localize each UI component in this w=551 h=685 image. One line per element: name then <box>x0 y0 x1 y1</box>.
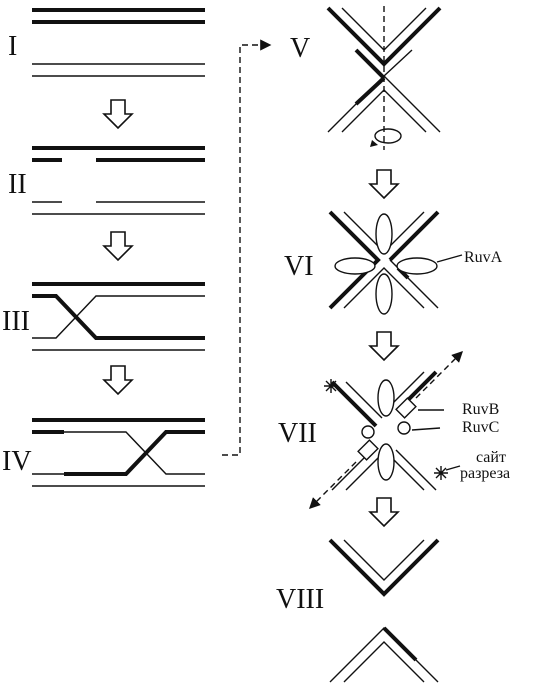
ruvb-label: RuvB <box>462 401 499 418</box>
strand-line <box>64 430 205 476</box>
down-arrow-icon <box>102 231 134 262</box>
stage-label-vi: VI <box>284 251 314 282</box>
ruva-protein <box>377 379 395 417</box>
stage-viii: VIII <box>276 538 440 683</box>
stage-label-v: V <box>290 33 310 64</box>
stage-iv: IV <box>2 418 205 487</box>
connector-arrow <box>222 39 272 456</box>
stage-label-vii: VII <box>278 418 317 449</box>
strand-line <box>354 48 386 80</box>
ruvc-label: RuvC <box>462 419 499 436</box>
strand-line <box>327 75 441 133</box>
label-leader <box>436 254 463 263</box>
strand-line <box>330 380 378 428</box>
stage-label-i: I <box>8 31 17 62</box>
stage-label-viii: VIII <box>276 584 324 615</box>
cut-site-label-2: разреза <box>460 465 510 482</box>
rotation-arrowhead-icon <box>370 140 378 147</box>
strand-line <box>328 210 381 310</box>
down-arrow-icon <box>368 497 400 528</box>
ruva-label: RuvA <box>464 249 503 266</box>
ruva-protein <box>375 213 393 255</box>
down-arrow-icon <box>102 365 134 396</box>
label-leader <box>411 427 441 431</box>
ruvc-protein <box>397 421 411 435</box>
ruva-protein <box>396 257 438 275</box>
strand-line <box>343 267 425 309</box>
label-leader <box>445 465 461 471</box>
ruvc-protein <box>361 425 375 439</box>
strand-line <box>382 626 418 662</box>
ruva-protein <box>334 257 376 275</box>
strand-line <box>389 371 425 407</box>
stage-iii: III <box>2 282 205 351</box>
ruvb-protein <box>395 397 417 419</box>
strand-line <box>329 627 439 683</box>
strand-line <box>395 449 437 491</box>
cut-site-icon <box>324 379 338 393</box>
down-arrow-icon <box>102 99 134 130</box>
migration-arrow <box>309 461 357 509</box>
strand-line <box>345 381 383 419</box>
strand-line <box>354 76 386 106</box>
stage-v: V <box>290 6 442 150</box>
strand-line <box>389 455 425 491</box>
strand-line <box>343 539 425 581</box>
stage-label-iii: III <box>2 306 30 337</box>
strand-line <box>383 49 413 77</box>
migration-arrow <box>415 351 463 399</box>
ruva-protein <box>375 273 393 315</box>
down-arrow-icon <box>368 169 400 200</box>
strand-line <box>388 210 440 262</box>
stage-vii: VII RuvB RuvC сайт разреза <box>278 351 510 509</box>
strand-line <box>32 294 205 340</box>
stage-ii: II <box>8 146 205 215</box>
cut-site-icon <box>434 466 448 480</box>
strand-line <box>32 295 205 339</box>
strand-line <box>326 6 442 67</box>
ruva-protein <box>377 443 395 481</box>
ruvb-protein <box>357 439 379 461</box>
strand-line <box>343 641 425 683</box>
stage-i: I <box>8 8 205 77</box>
rotation-icon <box>374 128 402 144</box>
stage-label-iv: IV <box>2 446 32 477</box>
cut-site-label-1: сайт <box>476 449 506 466</box>
stage-label-ii: II <box>8 169 27 200</box>
stage-vi: VI RuvA <box>284 210 503 315</box>
strand-line <box>328 538 440 597</box>
down-arrow-icon <box>368 331 400 362</box>
